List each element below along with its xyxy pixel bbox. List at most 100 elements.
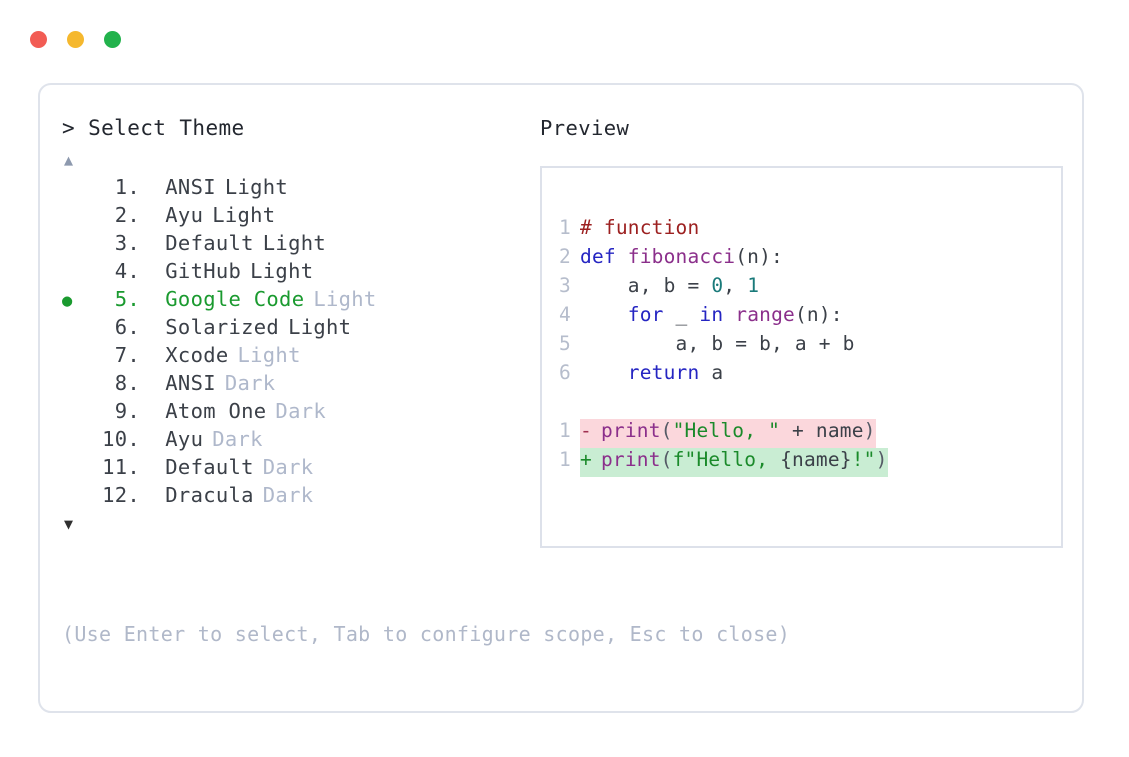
code-token: print: [600, 419, 661, 442]
code-line: 1 # function: [542, 216, 1061, 245]
code-token: + name: [780, 419, 864, 442]
theme-item-name: ANSI: [140, 371, 216, 395]
keyboard-hint: (Use Enter to select, Tab to configure s…: [62, 622, 791, 646]
selected-bullet-icon: ●: [62, 291, 73, 311]
code-token: fibonacci: [627, 245, 736, 268]
line-number: 1: [559, 419, 571, 442]
code-token: a, b =: [580, 274, 712, 297]
window-controls: [30, 31, 121, 48]
code-token: ,: [723, 274, 748, 297]
theme-item-number: 11.: [102, 455, 140, 479]
bullet-placeholder: [62, 427, 92, 455]
bullet-placeholder: [62, 231, 92, 259]
theme-item-name: ANSI: [140, 175, 216, 199]
code-line-content: a, b = 0, 1: [580, 274, 759, 297]
code-token: for: [627, 303, 664, 326]
minimize-window-button[interactable]: [67, 31, 84, 48]
code-token: [723, 303, 735, 326]
code-token: def: [580, 245, 628, 268]
code-diff-line: 1-print("Hello, " + name): [542, 419, 1061, 448]
theme-item-name: Dracula: [140, 483, 254, 507]
bullet-placeholder: [62, 259, 92, 287]
code-line: 3 a, b = 0, 1: [542, 274, 1061, 303]
bullet-placeholder: [62, 483, 92, 511]
theme-item-variant: Dark: [275, 399, 326, 423]
code-line-content: def fibonacci(n):: [580, 245, 783, 268]
code-token: a: [699, 361, 724, 384]
theme-list-item[interactable]: 10. Ayu Dark: [62, 427, 532, 455]
theme-item-number: 8.: [114, 371, 140, 395]
diff-sign: -: [580, 419, 592, 442]
theme-item-variant: Light: [250, 259, 314, 283]
theme-item-number: 3.: [114, 231, 140, 255]
theme-item-variant: Light: [224, 175, 289, 199]
code-token: a, b = b, a + b: [580, 332, 855, 355]
theme-item-name: Ayu: [140, 427, 204, 451]
code-token: print: [600, 448, 661, 471]
theme-item-number: 2.: [114, 203, 140, 227]
code-token: ): [863, 419, 876, 442]
close-window-button[interactable]: [30, 31, 47, 48]
code-token: return: [627, 361, 700, 384]
theme-list-item[interactable]: 3. Default Light: [62, 231, 532, 259]
code-line-content: for _ in range(n):: [580, 303, 843, 326]
code-token: [580, 303, 628, 326]
line-number: 5: [559, 332, 571, 355]
bullet-placeholder: [62, 343, 92, 371]
code-token: (: [660, 448, 673, 471]
scroll-up-icon[interactable]: ▲: [64, 151, 74, 169]
code-token: (n):: [794, 303, 843, 326]
code-line-content: return a: [580, 361, 723, 384]
theme-item-name: Default: [140, 455, 254, 479]
code-token: (n):: [735, 245, 783, 268]
code-line: 6 return a: [542, 361, 1061, 390]
theme-item-variant: Light: [288, 315, 352, 339]
theme-item-variant: Light: [262, 231, 326, 255]
code-diff-line: 1 +print(f"Hello, {name}!"): [542, 448, 1061, 477]
theme-item-number: 6.: [114, 315, 140, 339]
code-token: f"Hello,: [672, 448, 781, 471]
code-line-content: +print(f"Hello, {name}!"): [580, 448, 888, 477]
theme-item-number: 10.: [102, 427, 140, 451]
theme-item-name: Google Code: [140, 287, 305, 311]
maximize-window-button[interactable]: [104, 31, 121, 48]
code-token: 0: [711, 274, 724, 297]
theme-list-item[interactable]: 6. Solarized Light: [62, 315, 532, 343]
theme-list-item[interactable]: ● 5. Google Code Light: [62, 287, 532, 315]
line-number: 1: [559, 216, 571, 239]
theme-item-variant: Light: [212, 203, 276, 227]
theme-item-name: Solarized: [140, 315, 280, 339]
theme-item-name: Default: [140, 231, 254, 255]
line-number: 1: [559, 448, 571, 471]
scroll-down-icon[interactable]: ▼: [64, 515, 74, 533]
code-token: in: [699, 303, 724, 326]
line-number: 6: [559, 361, 571, 384]
theme-item-variant: Light: [313, 287, 377, 311]
theme-item-number: 5.: [114, 287, 140, 311]
bullet-placeholder: [62, 399, 92, 427]
line-number: 4: [559, 303, 571, 326]
code-token: # function: [580, 216, 700, 239]
theme-item-variant: Dark: [212, 427, 263, 451]
code-blank-line: [542, 390, 1061, 419]
code-token: range: [735, 303, 795, 326]
theme-item-name: GitHub: [140, 259, 242, 283]
code-token: 1: [747, 274, 760, 297]
preview-title: Preview: [540, 116, 630, 140]
page-title: > Select Theme: [62, 116, 245, 140]
theme-item-name: Atom One: [140, 399, 267, 423]
